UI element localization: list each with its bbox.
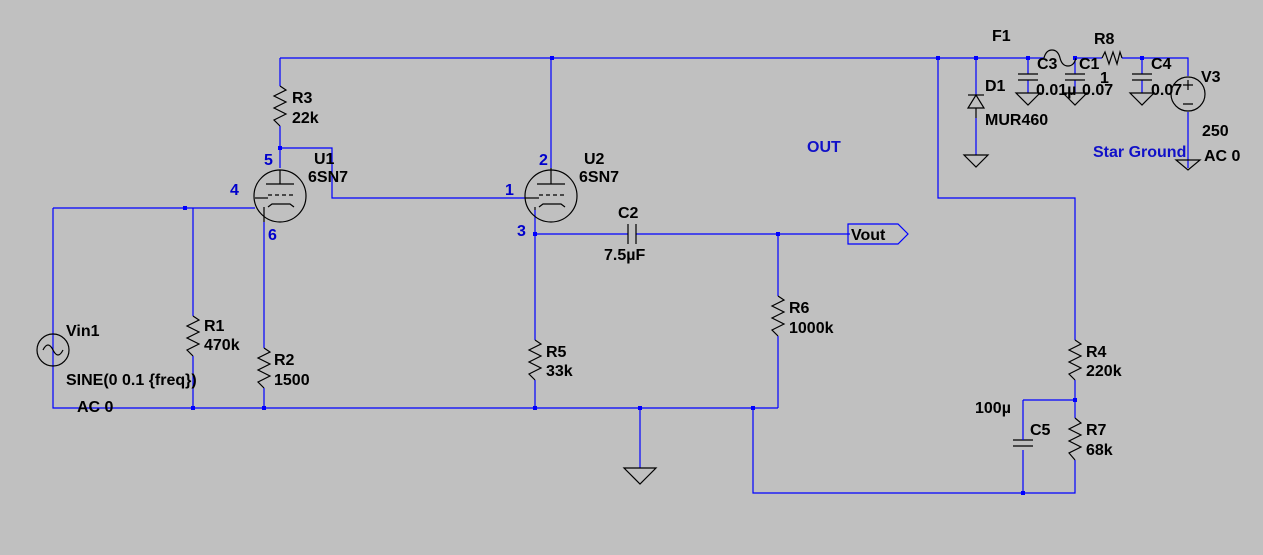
c4-value: 0.07 [1151,82,1182,99]
voltage-source-vin1[interactable]: Vin1 SINE(0 0.1 {freq}) AC 0 [36,323,197,416]
u2-pin-cathode: 3 [517,223,526,240]
c3-ref: C3 [1037,56,1058,73]
vin1-ac: AC 0 [77,399,114,416]
v3-ac: AC 0 [1204,148,1241,165]
d1-value: MUR460 [985,112,1048,129]
resistor-r4[interactable]: R4 220k [1067,339,1122,381]
capacitor-c2[interactable]: C2 7.5µF [604,205,645,264]
diode-d1[interactable]: D1 MUR460 [966,78,1048,129]
comment-out: OUT [807,139,841,156]
u2-ref: U2 [584,151,605,168]
d1-ref: D1 [985,78,1006,95]
r1-ref: R1 [204,318,225,335]
r5-ref: R5 [546,344,567,361]
resistor-r1[interactable]: R1 470k [185,315,240,357]
resistor-r3[interactable]: R3 22k [272,85,319,127]
u1-pin-grid: 4 [230,182,239,199]
r4-value: 220k [1086,363,1122,380]
c4-ref: C4 [1151,56,1172,73]
resistor-r7[interactable]: R7 68k [1067,417,1113,461]
comment-star-ground: Star Ground [1093,144,1186,161]
u2-pin-grid: 1 [505,182,514,199]
v3-ref: V3 [1201,69,1221,86]
c3-value: 0.01µ [1036,82,1076,99]
u1-value: 6SN7 [308,169,348,186]
resistor-r6[interactable]: R6 1000k [770,295,834,337]
c5-ref: C5 [1030,422,1051,439]
r7-value: 68k [1086,442,1113,459]
resistor-r8[interactable]: R8 1 [1094,31,1123,87]
c1-value: 0.07 [1082,82,1113,99]
u1-pin-cathode: 6 [268,227,277,244]
c1-ref: C1 [1079,56,1100,73]
r1-value: 470k [204,337,240,354]
ground-icon [622,154,1202,485]
r8-value: 1 [1100,70,1109,87]
resistor-r2[interactable]: R2 1500 [256,347,310,389]
fuse-f1[interactable]: F1 [992,28,1088,67]
r3-value: 22k [292,110,319,127]
c2-value: 7.5µF [604,247,645,264]
r8-ref: R8 [1094,31,1115,48]
u1-ref: U1 [314,151,335,168]
r7-ref: R7 [1086,422,1107,439]
output-port-vout[interactable]: Vout [847,223,909,245]
capacitor-c1[interactable]: C1 0.07 [1061,56,1113,106]
vin1-ref: Vin1 [66,323,100,340]
r2-ref: R2 [274,352,295,369]
c5-value: 100µ [975,400,1011,417]
capacitor-c4[interactable]: C4 0.07 [1128,56,1182,106]
r3-ref: R3 [292,90,313,107]
capacitor-c5[interactable]: 100µ C5 [975,400,1051,447]
triode-u1[interactable]: 5 4 6 U1 6SN7 [230,151,348,244]
vin1-value: SINE(0 0.1 {freq}) [66,372,197,389]
c2-ref: C2 [618,205,639,222]
f1-ref: F1 [992,28,1011,45]
r4-ref: R4 [1086,344,1107,361]
r6-value: 1000k [789,320,834,337]
r2-value: 1500 [274,372,310,389]
v3-value: 250 [1202,123,1229,140]
u1-pin-plate: 5 [264,152,273,169]
triode-u2[interactable]: 2 1 3 U2 6SN7 [505,151,619,240]
resistor-r5[interactable]: R5 33k [527,339,573,381]
r6-ref: R6 [789,300,810,317]
voltage-source-v3[interactable]: V3 250 AC 0 [1170,69,1241,165]
junctions [183,56,1144,495]
u2-pin-plate: 2 [539,152,548,169]
u2-value: 6SN7 [579,169,619,186]
r5-value: 33k [546,363,573,380]
vout-label: Vout [851,227,886,244]
capacitor-c3[interactable]: C3 0.01µ [1014,56,1076,106]
